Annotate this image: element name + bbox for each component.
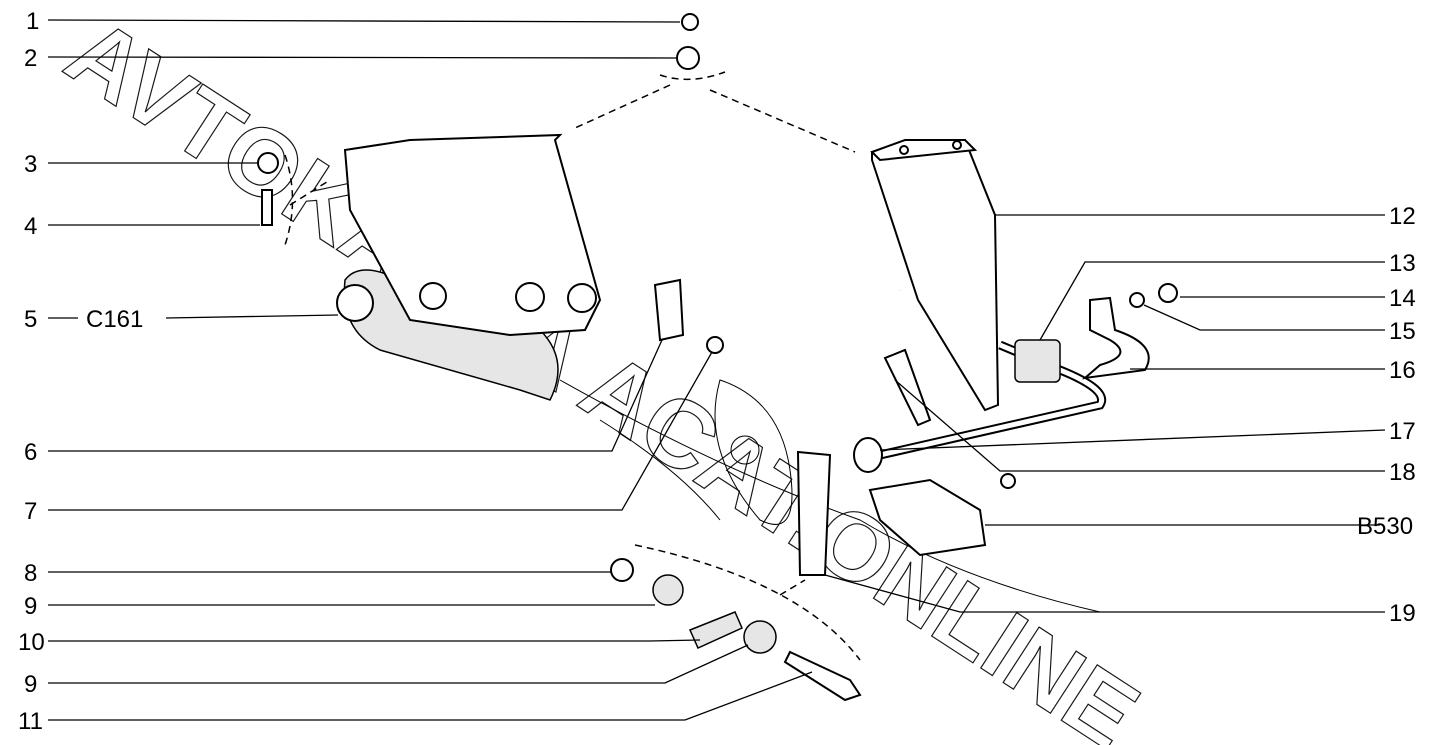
bolt-11: [783, 650, 862, 702]
nut-8: [610, 558, 634, 582]
left-callouts: 1 2 3 4 5 C161 6 7 8 9 10 9 11: [18, 8, 143, 735]
callout-5-ref: C161: [86, 306, 143, 333]
callout-3: 3: [24, 151, 37, 178]
actuator-c161: [336, 133, 602, 401]
link-6: [653, 278, 685, 342]
callout-13: 13: [1389, 250, 1416, 277]
bolt-7: [706, 336, 724, 354]
callout-17: 17: [1389, 418, 1416, 445]
bolt-4: [261, 189, 273, 226]
callout-9a: 9: [24, 593, 37, 620]
right-callouts: 12 13 14 15 16 17 18 B530 19: [1357, 203, 1416, 627]
washer-18: [1000, 473, 1016, 489]
nut-14: [1158, 283, 1178, 303]
callout-12: 12: [1389, 203, 1416, 230]
washer-1: [681, 13, 699, 31]
washer-15: [1129, 292, 1145, 308]
sleeve-10: [688, 611, 743, 649]
bracket-12: [870, 138, 1000, 412]
callout-b530: B530: [1357, 513, 1413, 540]
callout-7: 7: [24, 498, 37, 525]
bushing-9a: [652, 574, 684, 606]
bushing-9b: [743, 620, 777, 654]
clamp-16: [1081, 296, 1150, 380]
callout-19: 19: [1389, 600, 1416, 627]
callout-10: 10: [18, 629, 45, 656]
stabilizer-bar: [584, 124, 1106, 473]
right-leader-lines: [824, 214, 1386, 613]
bracket-b530: [868, 478, 987, 557]
callout-16: 16: [1389, 357, 1416, 384]
vehicle-body-outline: [559, 379, 1101, 613]
bolt-17: [883, 348, 932, 427]
bushing-13: [1014, 339, 1061, 383]
left-leader-lines: [47, 19, 813, 721]
callout-1: 1: [26, 8, 39, 35]
callout-18: 18: [1389, 459, 1416, 486]
callout-4: 4: [24, 213, 37, 240]
link-19: [796, 450, 832, 576]
callout-9b: 9: [24, 671, 37, 698]
washer-3: [257, 152, 279, 174]
callout-2: 2: [24, 45, 37, 72]
callout-8: 8: [24, 560, 37, 587]
assembly-arrows: [284, 71, 861, 661]
callout-6: 6: [24, 439, 37, 466]
callout-15: 15: [1389, 318, 1416, 345]
callout-5: 5: [24, 306, 37, 333]
callout-11: 11: [18, 708, 43, 735]
nut-2: [676, 46, 700, 70]
callout-14: 14: [1389, 285, 1416, 312]
